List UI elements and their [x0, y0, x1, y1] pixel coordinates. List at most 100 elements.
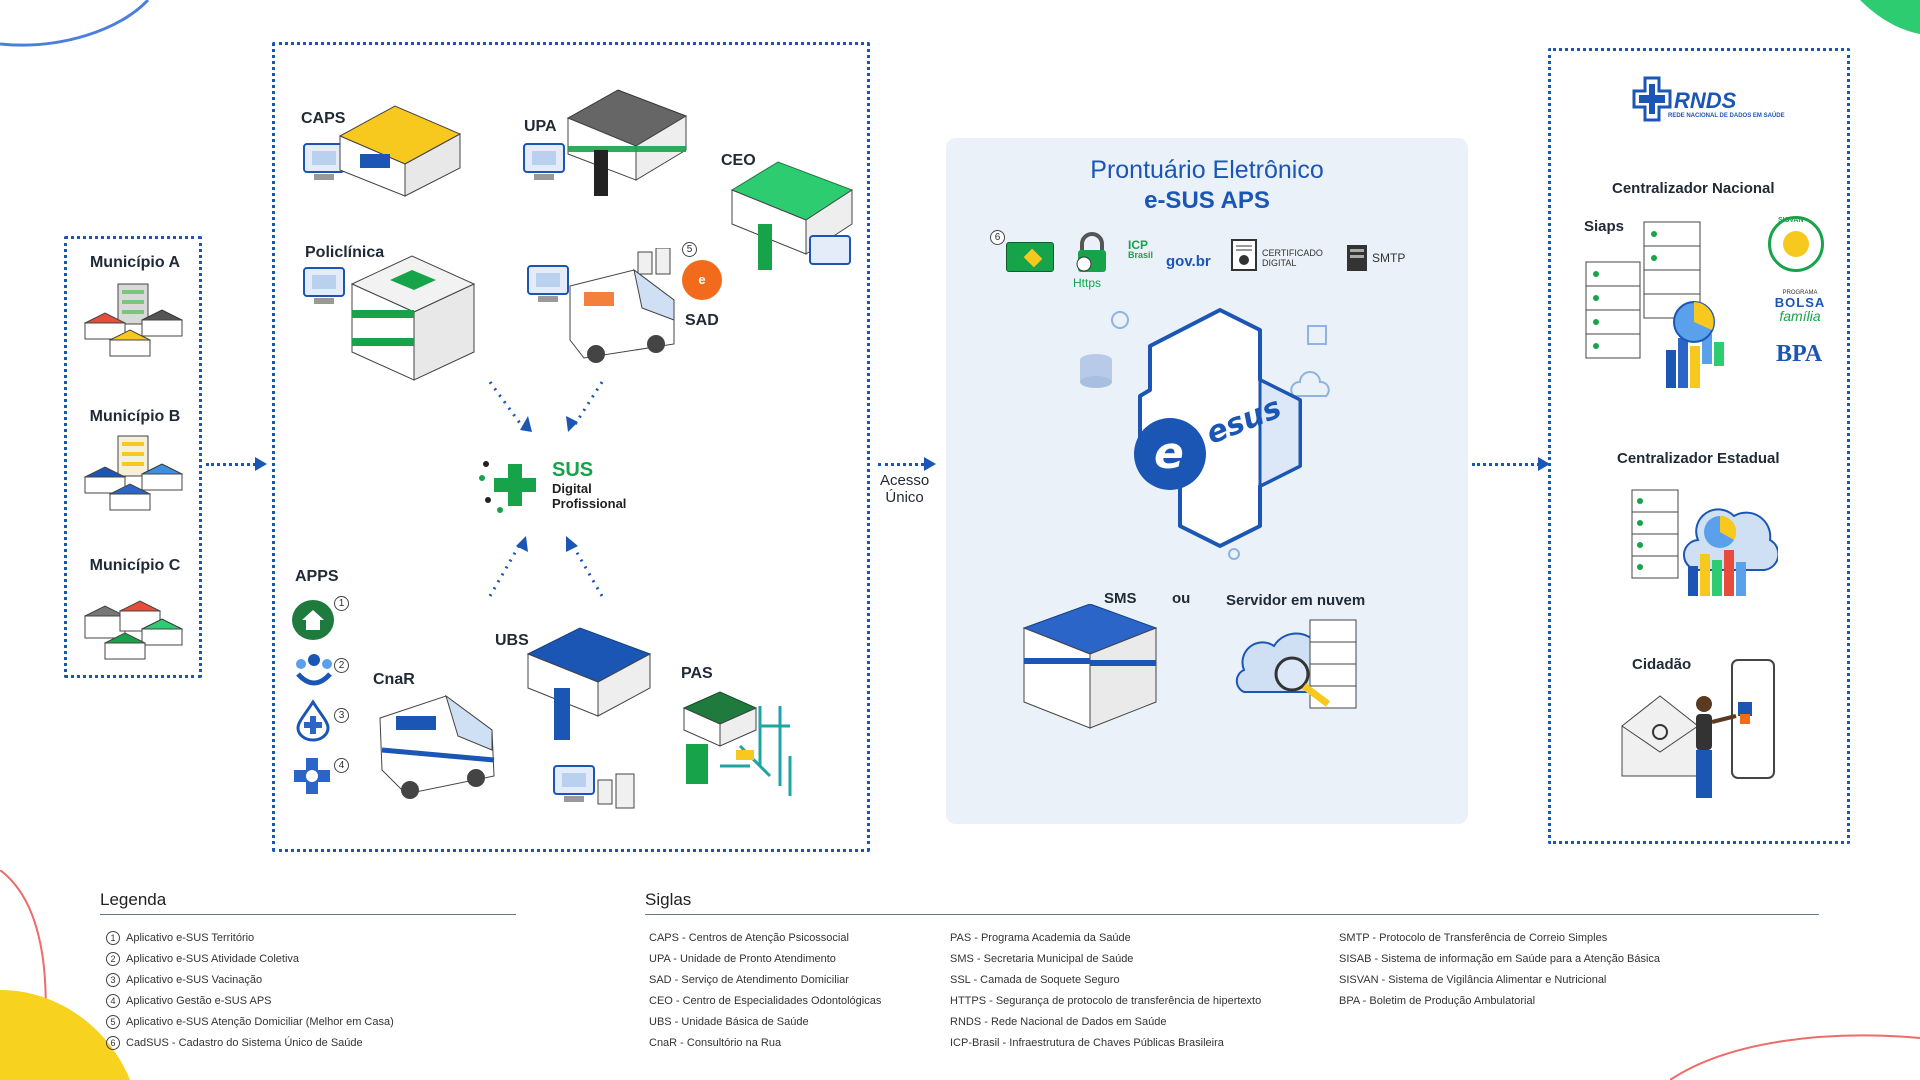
- sigla-item: RNDS - Rede Nacional de Dados em Saúde: [950, 1016, 1167, 1028]
- sigla-item: SISVAN - Sistema de Vigilância Alimentar…: [1339, 974, 1607, 986]
- sigla-item: SMS - Secretaria Municipal de Saúde: [950, 953, 1134, 965]
- caps-label: CAPS: [301, 110, 346, 127]
- city-buildings-icon: [83, 435, 184, 511]
- sigla-item: CAPS - Centros de Atenção Psicossocial: [649, 932, 849, 944]
- siaps-servers-chart-icon: [1585, 221, 1724, 388]
- sus-digital-line2: Digital: [552, 481, 592, 496]
- icp-line2: Brasil: [1128, 250, 1154, 260]
- sus-digital-line1: SUS: [552, 459, 594, 481]
- icp-brasil-icon: ICP Brasil: [1128, 238, 1154, 260]
- sigla-item: HTTPS - Segurança de protocolo de transf…: [950, 995, 1262, 1007]
- rnds-cross-logo-icon: [1632, 76, 1672, 122]
- sigla-item: SMTP - Protocolo de Transferência de Cor…: [1339, 932, 1608, 944]
- sisvan-logo-icon: [1768, 216, 1824, 272]
- siglas-title: Siglas: [645, 890, 692, 909]
- siglas-rule: [645, 914, 1819, 915]
- esus-cross-logo-icon: e esus: [1080, 308, 1330, 560]
- arrows-to-sus-digital: [488, 381, 604, 597]
- sisvan-text: SISVAN: [1778, 217, 1804, 224]
- sad-label: SAD: [685, 312, 719, 329]
- rnds-logo-text: RNDS: [1674, 88, 1737, 113]
- cadsus-badge-number: 6: [990, 230, 1005, 245]
- policlinica-building-icon: [303, 255, 476, 381]
- arrow-units-to-center: [878, 463, 930, 466]
- icp-line1: ICP: [1128, 238, 1149, 252]
- cloud-server-icon: [1235, 619, 1357, 709]
- certificate-icon: [1231, 239, 1257, 271]
- legenda-rule: [100, 914, 516, 915]
- sus-digital-line3: Profissional: [552, 496, 627, 511]
- govbr-logo: gov.br: [1166, 253, 1211, 270]
- app-atividade-coletiva-icon[interactable]: [294, 652, 334, 686]
- app-vacinacao-icon[interactable]: [294, 698, 332, 742]
- smtp-server-icon: [1347, 245, 1367, 271]
- cidadao-email-phone-icon: [1621, 659, 1775, 798]
- arrow-center-to-rnds: [1472, 463, 1540, 466]
- sad-badge-number: 5: [682, 242, 697, 257]
- legenda-title: Legenda: [100, 890, 167, 909]
- sigla-item: UBS - Unidade Básica de Saúde: [649, 1016, 809, 1028]
- esus-ad-app-icon: e: [682, 260, 722, 300]
- rnds-subtitle: REDE NACIONAL DE DADOS EM SAÚDE: [1668, 113, 1785, 119]
- sigla-item: PAS - Programa Academia da Saúde: [950, 932, 1131, 944]
- app-number: 4: [334, 758, 349, 773]
- policlinica-label: Policlínica: [305, 244, 385, 261]
- decor-bottom-left-shape: [0, 870, 130, 1080]
- cert-line1: CERTIFICADO: [1262, 248, 1323, 258]
- bpa-logo: BPA: [1776, 341, 1823, 367]
- arrow-head: [1538, 457, 1550, 471]
- sigla-item: CnaR - Consultório na Rua: [649, 1037, 782, 1049]
- sad-ambulance-icon: [527, 248, 675, 363]
- acesso-line2: Único: [885, 489, 924, 506]
- municipio-a: Município A: [80, 254, 190, 373]
- bolsa-line1: PROGRAMA: [1782, 290, 1818, 296]
- ceo-building-icon: [730, 161, 854, 270]
- ceo-label: CEO: [721, 152, 756, 169]
- sigla-item: UPA - Unidade de Pronto Atendimento: [649, 953, 836, 965]
- ou-label: ou: [1172, 590, 1191, 607]
- pas-academy-icon: [682, 691, 792, 796]
- cadsus-card-icon: [1006, 242, 1054, 272]
- acesso-line1: Acesso: [880, 472, 930, 489]
- bolsa-line3: família: [1779, 308, 1821, 324]
- smtp-label: SMTP: [1372, 251, 1406, 265]
- bolsa-line2: BOLSA: [1774, 295, 1826, 310]
- decor-top-right-leaf: [1860, 0, 1920, 34]
- app-number: 3: [334, 708, 349, 723]
- arrow-head: [255, 457, 267, 471]
- sigla-item: SISAB - Sistema de informação em Saúde p…: [1339, 953, 1661, 965]
- centralizador-estadual-label: Centralizador Estadual: [1617, 450, 1780, 467]
- siglas-col3: SMTP - Protocolo de Transferência de Cor…: [1339, 928, 1660, 1012]
- siaps-label: Siaps: [1584, 218, 1625, 235]
- cnar-van-icon: [379, 694, 495, 799]
- certificado-digital-text: CERTIFICADO DIGITAL: [1262, 248, 1323, 268]
- sigla-item: SSL - Camada de Soquete Seguro: [950, 974, 1120, 986]
- city-buildings-icon: [83, 283, 184, 357]
- sigla-item: CEO - Centro de Especialidades Odontológ…: [649, 995, 882, 1007]
- apps-label: APPS: [295, 568, 339, 585]
- sigla-item: SAD - Serviço de Atendimento Domiciliar: [649, 974, 849, 986]
- municipio-b: Município B: [80, 408, 190, 527]
- ubs-devices-icon: [553, 765, 635, 809]
- municipio-a-label: Município A: [89, 254, 181, 271]
- acesso-unico-label: Acesso Único: [880, 472, 929, 506]
- municipio-c-label: Município C: [89, 557, 181, 574]
- decor-bottom-right-arc: [1670, 1034, 1920, 1080]
- svg-text:e: e: [1154, 428, 1184, 479]
- centralizador-nacional-label: Centralizador Nacional: [1612, 180, 1775, 197]
- sigla-item: BPA - Boletim de Produção Ambulatorial: [1339, 995, 1536, 1007]
- app-gestao-icon[interactable]: [292, 756, 332, 796]
- app-number: 2: [334, 658, 349, 673]
- app-number: 1: [334, 596, 349, 611]
- ssl-lock-icon: [1076, 232, 1106, 272]
- sus-digital-logo-icon: [479, 461, 536, 513]
- siglas-col1: CAPS - Centros de Atenção Psicossocial U…: [649, 928, 881, 1054]
- arrow-head: [924, 457, 936, 471]
- sms-building-icon: [1022, 604, 1158, 729]
- sigla-item: ICP-Brasil - Infraestrutura de Chaves Pú…: [950, 1037, 1224, 1049]
- caps-building-icon: [303, 105, 462, 197]
